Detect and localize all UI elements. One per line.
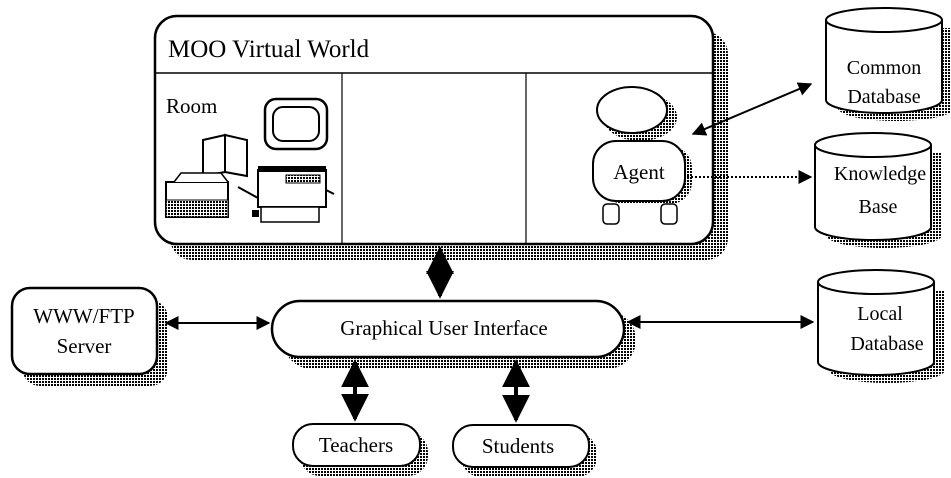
students-label: Students — [482, 434, 554, 458]
agent-foot-left — [602, 203, 620, 225]
knowledge-base-cylinder: Knowledge Base — [814, 132, 942, 248]
open-book-icon — [202, 133, 248, 178]
agent-label: Agent — [613, 160, 664, 184]
local-database-label-line1: Local — [857, 303, 903, 325]
agent-head — [596, 86, 668, 134]
monitor-icon — [263, 97, 329, 151]
agent-body — [592, 140, 686, 202]
agent-figure: Agent — [592, 86, 692, 225]
agent-common-db-arrow — [691, 82, 813, 136]
room-label: Room — [166, 94, 217, 118]
local-database-label-line2: Database — [850, 333, 923, 355]
gui-label: Graphical User Interface — [340, 316, 548, 340]
common-database-label-line1: Common — [847, 57, 921, 79]
knowledge-base-label-line2: Base — [859, 196, 898, 218]
printer-icon — [165, 172, 229, 218]
moo-world-title: MOO Virtual World — [168, 36, 370, 63]
local-database-cylinder: Local Database — [817, 269, 945, 383]
students-box: Students — [452, 424, 597, 477]
copier-icon — [237, 166, 335, 223]
common-database-cylinder: Common Database — [825, 7, 951, 121]
teachers-label: Teachers — [319, 433, 393, 457]
www-ftp-server-box: WWW/FTP Server — [10, 286, 168, 386]
server-label-line2: Server — [57, 334, 112, 358]
knowledge-base-label-line1: Knowledge — [834, 163, 926, 185]
server-label-line1: WWW/FTP — [33, 304, 134, 328]
common-database-label-line2: Database — [847, 86, 920, 108]
gui-pill: Graphical User Interface — [270, 299, 636, 369]
teachers-box: Teachers — [292, 423, 428, 476]
agent-foot-right — [660, 203, 678, 225]
